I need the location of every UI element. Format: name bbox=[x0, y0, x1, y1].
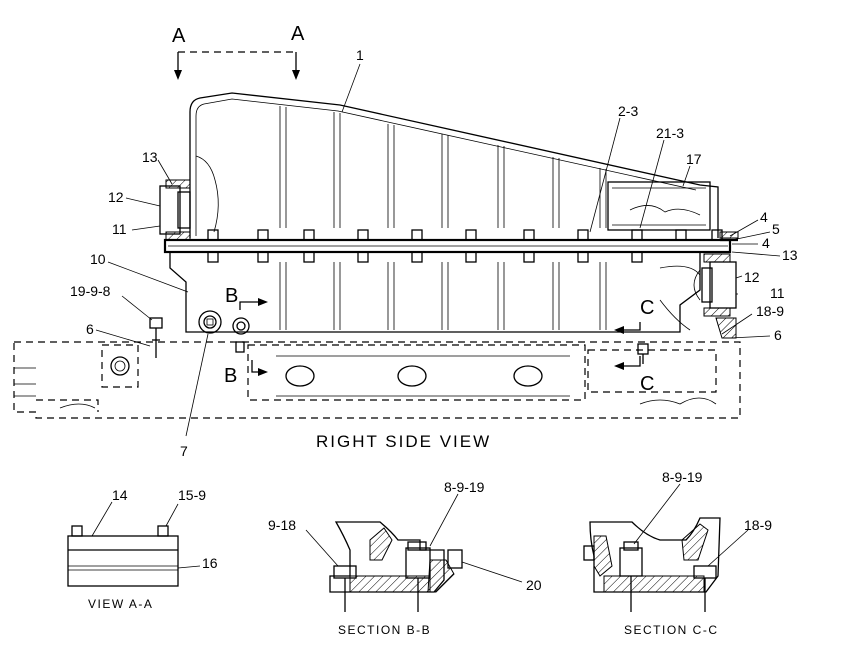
section-c-indicator: C C bbox=[614, 297, 654, 395]
callout-18-9-c: 18-9 bbox=[744, 517, 772, 533]
leader-lines bbox=[95, 63, 781, 437]
callout-5: 5 bbox=[772, 221, 780, 237]
gasket-stack bbox=[719, 231, 739, 242]
lower-housing-ribs bbox=[279, 262, 607, 330]
section-marker-c-top: C bbox=[640, 297, 654, 319]
callout-10: 10 bbox=[90, 251, 106, 267]
callout-8-9-19-c: 8-9-19 bbox=[662, 469, 703, 485]
flange-bolts-bottom bbox=[207, 251, 643, 263]
section-marker-a-left: A bbox=[172, 25, 186, 47]
callout-9-18: 9-18 bbox=[268, 517, 296, 533]
section-marker-b-bottom: B bbox=[224, 365, 237, 387]
view-a-a-title: VIEW A-A bbox=[88, 597, 153, 611]
section-a-indicator: A A bbox=[172, 23, 305, 80]
callout-19-9-8: 19-9-8 bbox=[70, 283, 111, 299]
section-b-b-title: SECTION B-B bbox=[338, 623, 431, 637]
part-17-box bbox=[607, 181, 711, 231]
callout-17: 17 bbox=[686, 151, 702, 167]
callout-13-right: 13 bbox=[782, 247, 798, 263]
callout-6-right: 6 bbox=[774, 327, 782, 343]
callout-16: 16 bbox=[202, 555, 218, 571]
callout-7: 7 bbox=[180, 443, 188, 459]
section-marker-b-top: B bbox=[225, 285, 238, 307]
left-end-cover bbox=[159, 179, 191, 241]
flange-bolts-top bbox=[207, 229, 723, 241]
fitting-7 bbox=[198, 310, 250, 353]
section-marker-c-bottom: C bbox=[640, 373, 654, 395]
callout-14: 14 bbox=[112, 487, 128, 503]
right-side-view-title: RIGHT SIDE VIEW bbox=[316, 432, 491, 451]
upper-housing bbox=[189, 92, 719, 238]
callout-2-3: 2-3 bbox=[618, 103, 638, 119]
lower-housing bbox=[169, 252, 701, 333]
view-a-a: 14 15-9 16 VIEW A-A bbox=[67, 487, 218, 611]
section-c-c-title: SECTION C-C bbox=[624, 623, 719, 637]
right-end-cover bbox=[693, 253, 737, 339]
flange-plate bbox=[163, 238, 732, 254]
callout-21-3: 21-3 bbox=[656, 125, 684, 141]
callout-20: 20 bbox=[526, 577, 542, 593]
callout-4-upper: 4 bbox=[760, 209, 768, 225]
callout-18-9-right: 18-9 bbox=[756, 303, 784, 319]
base-plate bbox=[13, 341, 741, 419]
callout-4-lower: 4 bbox=[762, 235, 770, 251]
callout-6-left: 6 bbox=[86, 321, 94, 337]
callout-1: 1 bbox=[356, 47, 364, 63]
upper-housing-ribs bbox=[279, 106, 607, 228]
callout-15-9: 15-9 bbox=[178, 487, 206, 503]
callout-12-left: 12 bbox=[108, 189, 124, 205]
callout-11-right: 11 bbox=[770, 285, 785, 301]
left-mount-bolt bbox=[149, 317, 163, 358]
right-mount-bolt bbox=[637, 343, 649, 364]
section-marker-a-right: A bbox=[291, 23, 305, 45]
section-b-indicator: B B bbox=[224, 285, 268, 387]
callout-13-left: 13 bbox=[142, 149, 158, 165]
section-b-b: 9-18 8-9-19 20 SECTION B-B bbox=[268, 479, 542, 637]
callout-12-right: 12 bbox=[744, 269, 760, 285]
right-side-view: B B C C bbox=[13, 47, 798, 459]
section-c-c: 8-9-19 18-9 SECTION C-C bbox=[583, 469, 772, 637]
callout-8-9-19-b: 8-9-19 bbox=[444, 479, 485, 495]
callout-11-left: 11 bbox=[112, 221, 127, 237]
